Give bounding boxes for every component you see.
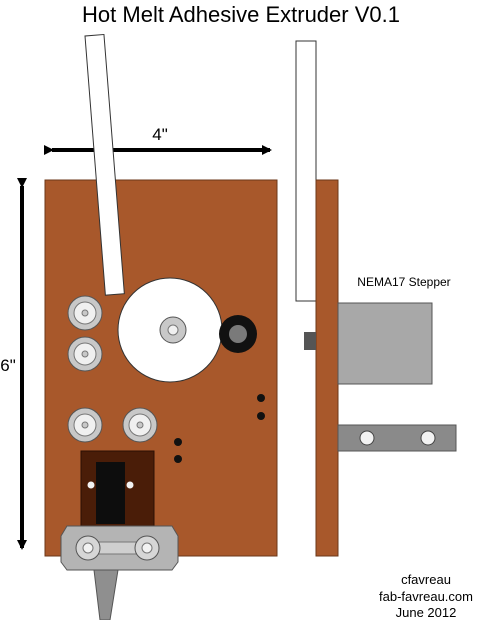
stepper-motor: [337, 302, 433, 385]
side-shaft: [304, 332, 316, 350]
motor-label: NEMA17 Stepper: [357, 275, 450, 289]
bearing-top-left: [67, 295, 103, 331]
screw-head: [126, 481, 134, 489]
diagram-title: Hot Melt Adhesive Extruder V0.1: [82, 2, 400, 27]
bearing-bottom-left: [67, 407, 103, 443]
credit-author: cfavreau: [401, 572, 451, 587]
mount-hole: [257, 412, 265, 420]
mount-hole: [174, 455, 182, 463]
mount-hole: [174, 438, 182, 446]
bearing-middle-left: [67, 336, 103, 372]
width-dimension-label: 4": [152, 125, 168, 144]
drive-wheel: [117, 277, 223, 383]
credit-website: fab-favreau.com: [379, 589, 473, 604]
bearing-bottom-right: [122, 407, 158, 443]
mount-hole: [257, 394, 265, 402]
heater-block: [80, 450, 155, 531]
credit-date: June 2012: [396, 605, 457, 620]
clamp-plate: [60, 525, 179, 571]
side-board: [315, 179, 339, 557]
side-lever: [295, 40, 317, 302]
motor-shaft-hole: [219, 315, 257, 353]
height-dimension-label: 6": [0, 356, 16, 375]
front-lever: [84, 33, 125, 296]
nozzle-tip: [93, 569, 119, 620]
side-bracket: [337, 424, 457, 452]
screw-head: [87, 481, 95, 489]
